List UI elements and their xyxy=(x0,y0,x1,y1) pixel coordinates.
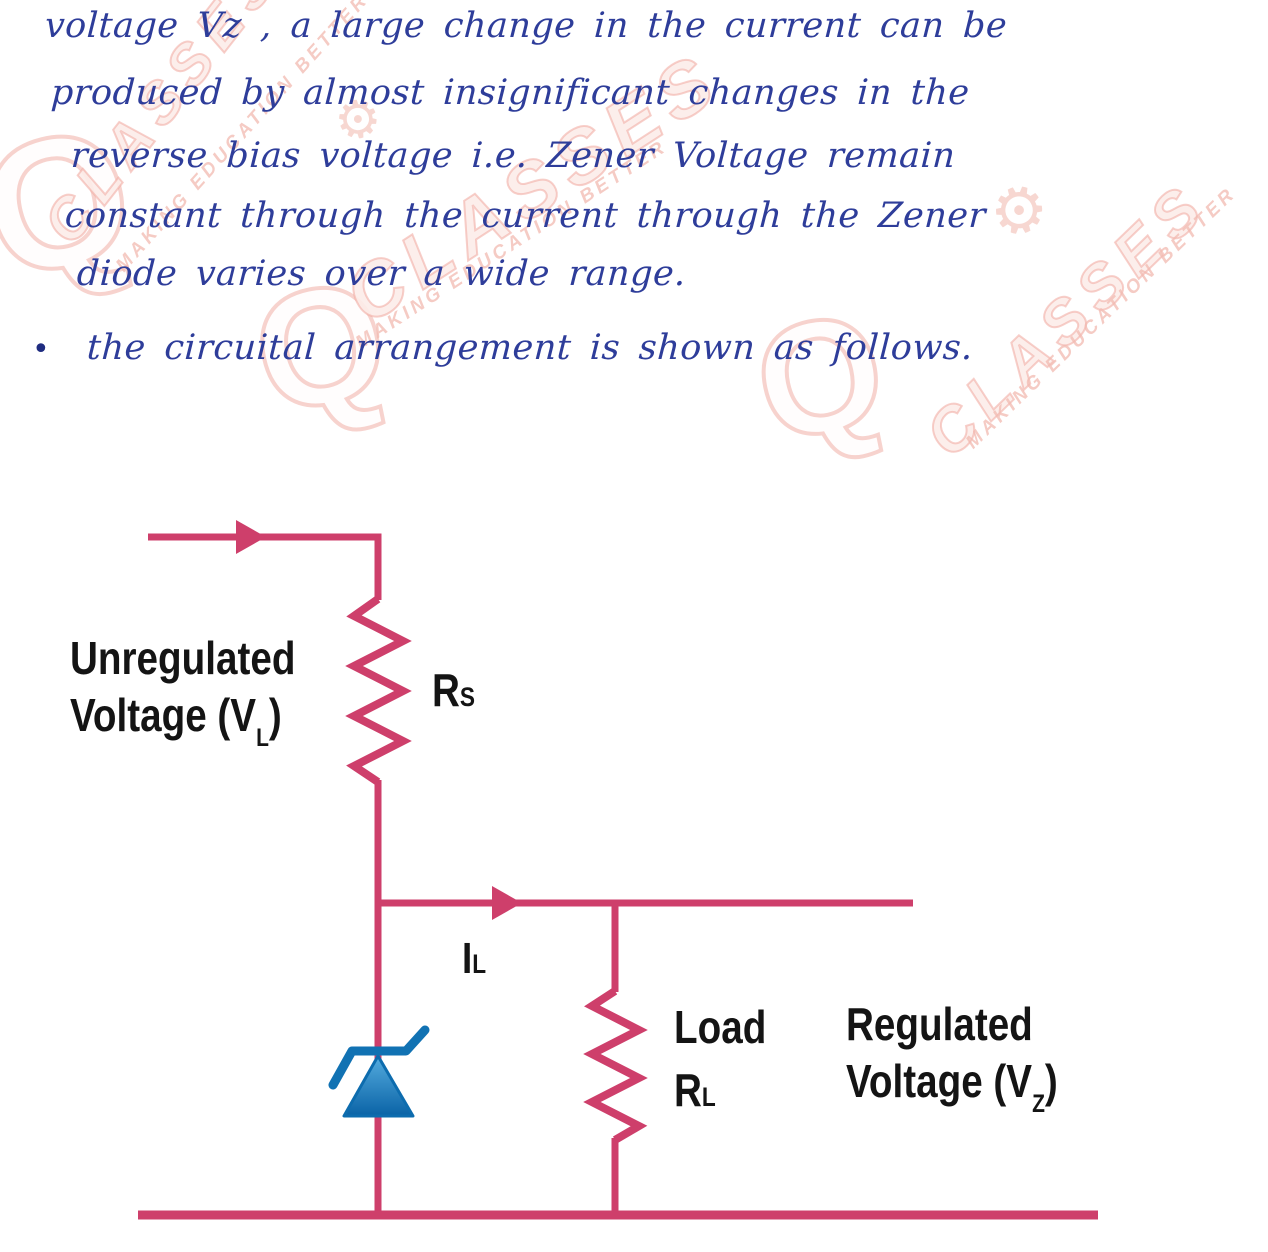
regulated-line2: Voltage (V xyxy=(846,1055,1033,1107)
regulated-line1: Regulated xyxy=(846,998,1033,1050)
rl-subscript: L xyxy=(701,1082,716,1112)
unregulated-subscript: L xyxy=(256,724,269,752)
rs-subscript: S xyxy=(459,682,476,712)
load-rl-label: Load RL xyxy=(674,996,766,1129)
zener-diode-icon xyxy=(328,1025,430,1118)
il-main: I xyxy=(462,934,473,983)
zener-triangle xyxy=(342,1054,415,1118)
unregulated-paren: ) xyxy=(268,689,282,741)
rl-main: R xyxy=(674,1064,702,1116)
load-text: Load xyxy=(674,1001,767,1053)
bullet-icon: • xyxy=(32,332,50,367)
series-resistor-zigzag xyxy=(345,595,412,786)
input-current-arrow-icon xyxy=(236,520,266,554)
zener-cathode-bar xyxy=(328,1025,430,1090)
rs-label: RS xyxy=(432,662,475,726)
il-subscript: L xyxy=(472,949,487,979)
unregulated-line1: Unregulated xyxy=(70,632,296,684)
unregulated-voltage-label: Unregulated Voltage (VL) xyxy=(70,630,295,752)
load-current-arrow-icon xyxy=(492,886,522,920)
load-resistor-zigzag xyxy=(583,987,648,1144)
regulated-paren: ) xyxy=(1044,1055,1058,1107)
input-wire xyxy=(148,533,382,600)
rs-main: R xyxy=(432,664,460,716)
il-label: IL xyxy=(462,930,486,993)
unregulated-line2: Voltage (V xyxy=(70,689,257,741)
regulated-subscript: Z xyxy=(1032,1090,1045,1118)
regulated-voltage-label: Regulated Voltage (VZ) xyxy=(846,996,1058,1118)
